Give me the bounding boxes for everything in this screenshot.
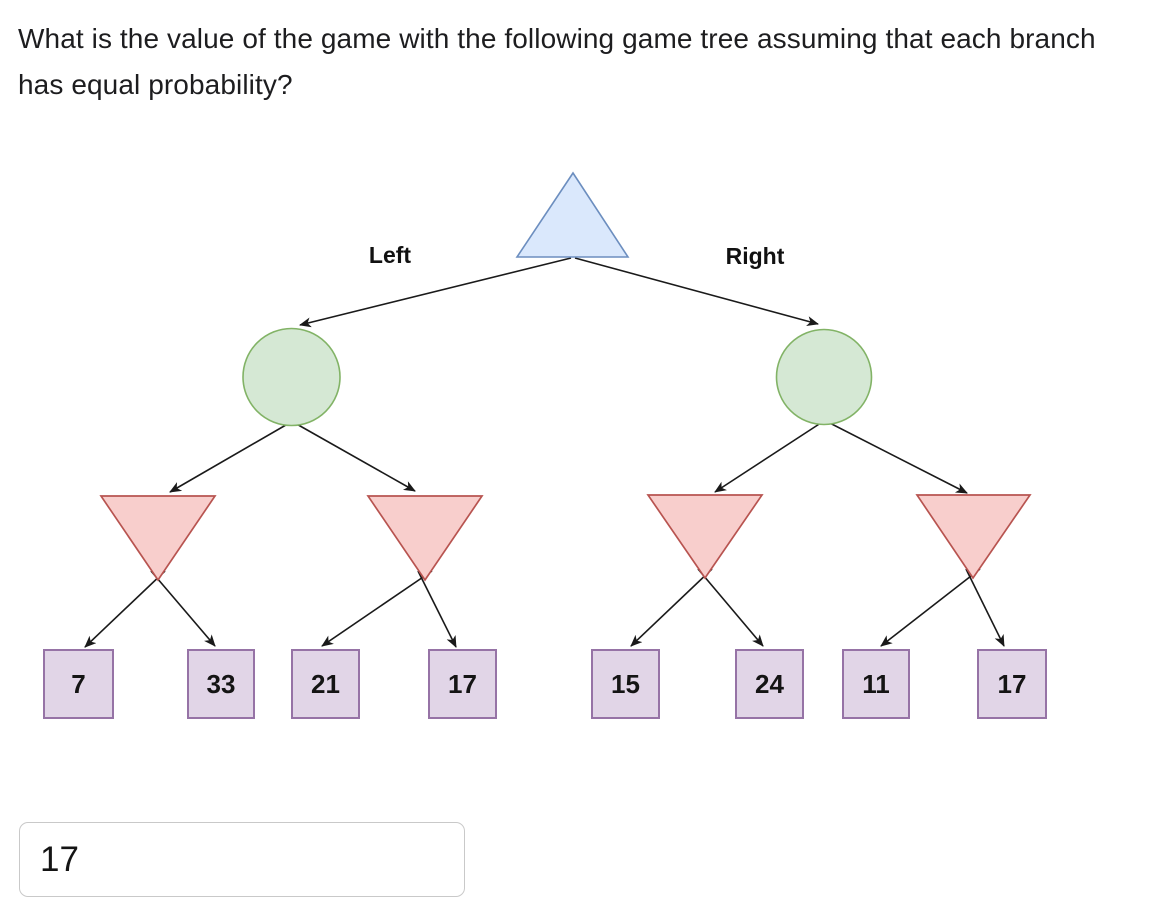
edge-min1-to-leaf1 [84,570,166,648]
leaf-value-1: 7 [71,669,85,699]
leaf-value-6: 24 [755,669,784,699]
leaf-node-2 [187,649,255,719]
branch-label-right: Right [726,243,785,269]
leaf-node-5 [591,649,660,719]
edge-right-chance-to-min4 [817,416,968,494]
min-node-2 [366,495,484,582]
leaf-value-5: 15 [611,669,640,699]
leaf-value-2: 33 [207,669,236,699]
edge-root-right [574,257,819,326]
leaf-value-7: 11 [862,669,890,699]
edge-min1-to-leaf2 [150,570,216,647]
chance-node-left [242,327,341,427]
edge-min4-to-leaf7 [880,568,981,647]
chance-node-right [775,328,873,426]
question-text: What is the value of the game with the f… [18,23,1096,100]
leaf-node-7 [842,649,910,719]
edge-right-chance-to-min3 [714,416,831,493]
edge-min2-to-leaf4 [417,570,457,648]
min-node-1 [99,495,217,582]
leaf-node-8 [977,649,1047,719]
edge-left-chance-to-min2 [285,417,416,492]
leaf-value-4: 17 [448,669,477,699]
leaf-node-6 [735,649,804,719]
edge-root-left [299,257,572,328]
edge-min3-to-leaf5 [630,568,713,647]
edge-left-chance-to-min1 [169,417,299,493]
max-node-root [515,171,630,258]
edge-min4-to-leaf8 [965,568,1005,647]
answer-input[interactable] [19,822,465,897]
game-tree-diagram: Left Right 7 33 21 17 15 24 11 17 [43,171,1047,719]
branch-label-left: Left [369,242,412,268]
edge-min3-to-leaf6 [697,568,764,647]
min-node-3 [646,494,764,580]
leaf-node-1 [43,649,114,719]
min-node-4 [915,494,1032,580]
leaf-value-3: 21 [311,669,340,699]
leaf-node-4 [428,649,497,719]
leaf-node-3 [291,649,360,719]
edge-min2-to-leaf3 [321,570,433,647]
leaf-value-8: 17 [998,669,1027,699]
